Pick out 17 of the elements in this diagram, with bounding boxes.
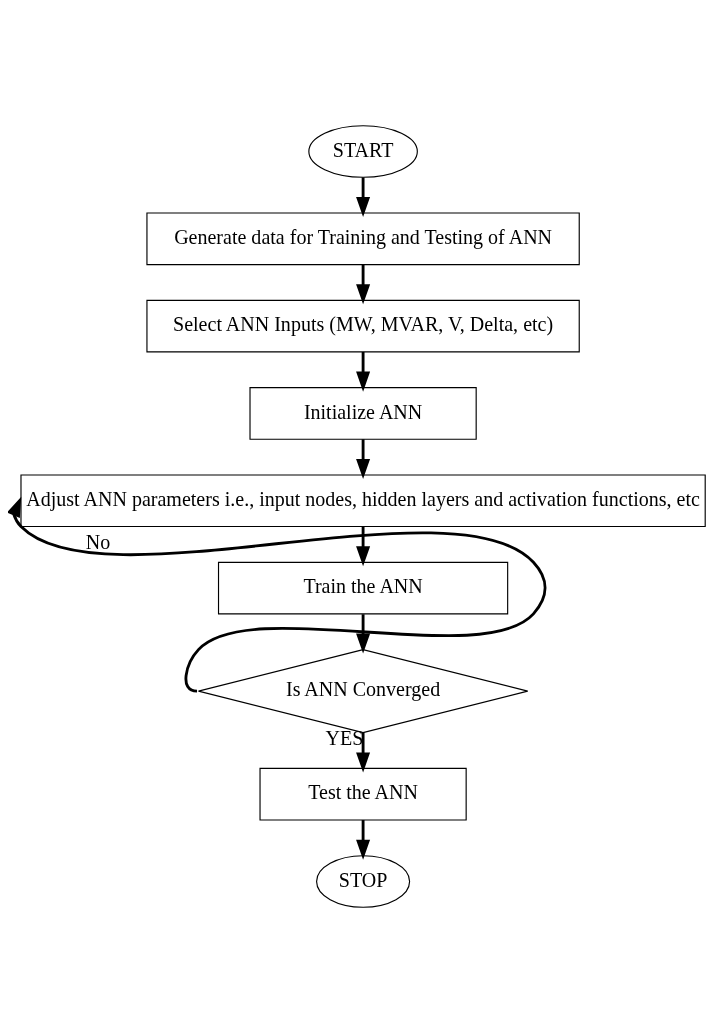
arrow — [356, 264, 371, 304]
arrow — [356, 438, 371, 479]
node-box: Initialize ANN — [249, 386, 477, 440]
arrow — [356, 613, 371, 654]
arrow — [356, 351, 371, 392]
arrow — [356, 526, 371, 566]
node-ellipse: START — [308, 124, 418, 178]
node-box: Select ANN Inputs (MW, MVAR, V, Delta, etc) — [146, 299, 580, 352]
node-box: Adjust ANN parameters i.e., input nodes, hidden layers and activation functions, etc — [20, 473, 706, 527]
edge-label: No — [85, 530, 111, 553]
arrow — [356, 732, 371, 772]
node-ellipse: STOP — [316, 854, 411, 908]
node-box: Test the ANN — [259, 767, 467, 821]
arrow — [356, 819, 371, 860]
node-box: Train the ANN — [217, 561, 509, 614]
arrow — [356, 176, 371, 217]
node-box: Generate data for Training and Testing of ANN — [146, 211, 580, 265]
